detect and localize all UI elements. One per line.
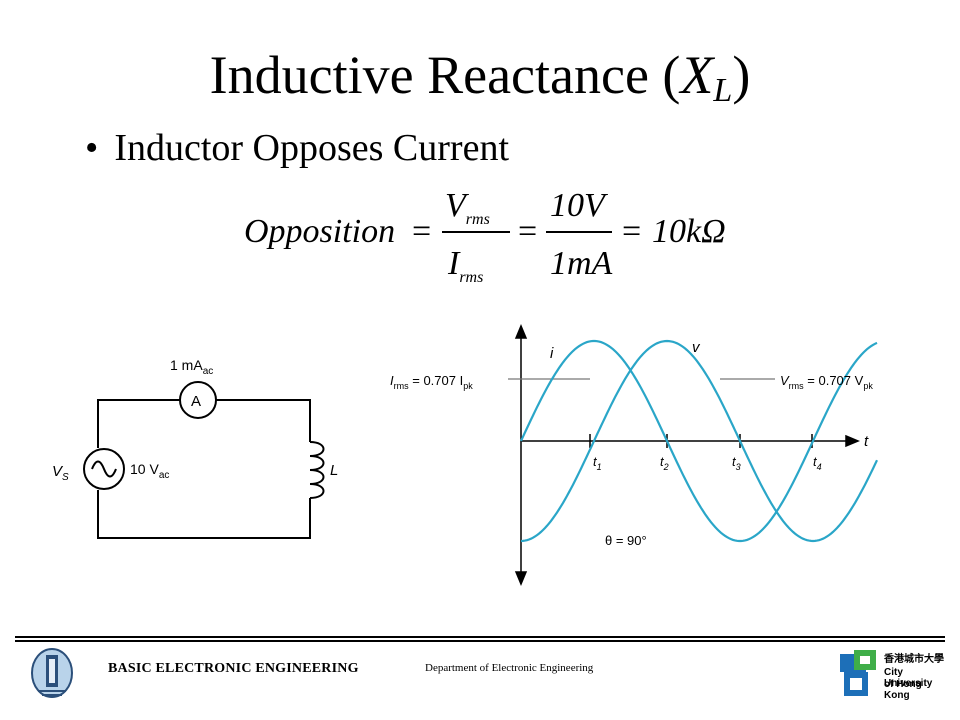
current-waveform — [520, 339, 878, 543]
vrms-label: Vrms = 0.707 Vpk — [780, 373, 873, 391]
circuit-diagram: 1 mAac A VS 10 Vac L — [52, 357, 338, 539]
equals-sign-2: = — [518, 213, 537, 250]
ammeter-value: 1 mAac — [170, 357, 213, 377]
sine-symbol-icon — [91, 460, 117, 478]
waveform-graph: i v t Irms = 0.707 Ipk Vrms = 0.707 Vpk … — [390, 324, 878, 586]
source-value: 10 Vac — [130, 461, 169, 481]
time-axis-label: t — [864, 433, 869, 450]
equation-lhs: Opposition — [244, 213, 395, 250]
department-logo-icon — [31, 648, 73, 698]
t4-label: t4 — [813, 454, 822, 472]
wire-top-left — [97, 399, 180, 448]
ac-source-icon — [83, 448, 125, 490]
equals-sign-3: = — [622, 213, 641, 250]
equation-result: 10kΩ — [652, 213, 726, 250]
ammeter-symbol: A — [191, 393, 201, 410]
opposition-equation: Opposition = Vrms Irms = 10V 1mA = 10kΩ — [244, 187, 726, 286]
course-name: BASIC ELECTRONIC ENGINEERING — [108, 661, 359, 676]
bullet-text: Inductor Opposes Current — [114, 127, 510, 169]
title-variable: X — [680, 45, 714, 105]
department-name: Department of Electronic Engineering — [425, 662, 594, 674]
bullet-dot-icon: • — [85, 127, 99, 169]
current-label: i — [550, 345, 554, 362]
t3-label: t3 — [732, 454, 741, 472]
footer-divider-bottom — [15, 640, 945, 642]
university-name-en-2: of Hong Kong — [884, 679, 922, 701]
equation-den1: Irms — [447, 245, 483, 286]
title-subscript: L — [713, 72, 733, 109]
equation-num2: 10V — [550, 187, 609, 224]
source-label: VS — [52, 463, 69, 483]
university-name-cn: 香港城市大學 — [884, 654, 944, 665]
irms-label: Irms = 0.707 Ipk — [390, 373, 473, 391]
university-name-en-1: City University — [884, 667, 933, 689]
slide-title: Inductive Reactance (XL) — [0, 40, 960, 126]
wire-bottom — [97, 490, 311, 539]
university-emblem-icon — [840, 650, 876, 696]
inductor-label: L — [330, 462, 338, 479]
voltage-label: v — [692, 339, 701, 356]
t1-label: t1 — [593, 454, 602, 472]
y-axis-arrow-down-icon — [514, 571, 528, 586]
inductor-coil-icon — [309, 441, 325, 499]
x-axis-arrow-icon — [845, 434, 860, 448]
phase-angle-label: θ = 90° — [605, 533, 647, 548]
wire-top-right — [216, 399, 311, 442]
footer-divider-top — [15, 636, 945, 638]
ammeter-icon — [179, 381, 217, 419]
title-close: ) — [732, 45, 751, 105]
equation-num1: Vrms — [445, 187, 490, 228]
voltage-waveform — [520, 339, 878, 543]
equation-den2: 1mA — [550, 245, 613, 282]
university-logo: 香港城市大學 City University of Hong Kong — [838, 648, 950, 701]
equals-sign-1: = — [412, 213, 431, 250]
y-axis-arrow-icon — [514, 324, 528, 339]
t2-label: t2 — [660, 454, 669, 472]
bullet-point: • Inductor Opposes Current — [85, 124, 509, 172]
title-main: Inductive Reactance ( — [209, 45, 681, 105]
